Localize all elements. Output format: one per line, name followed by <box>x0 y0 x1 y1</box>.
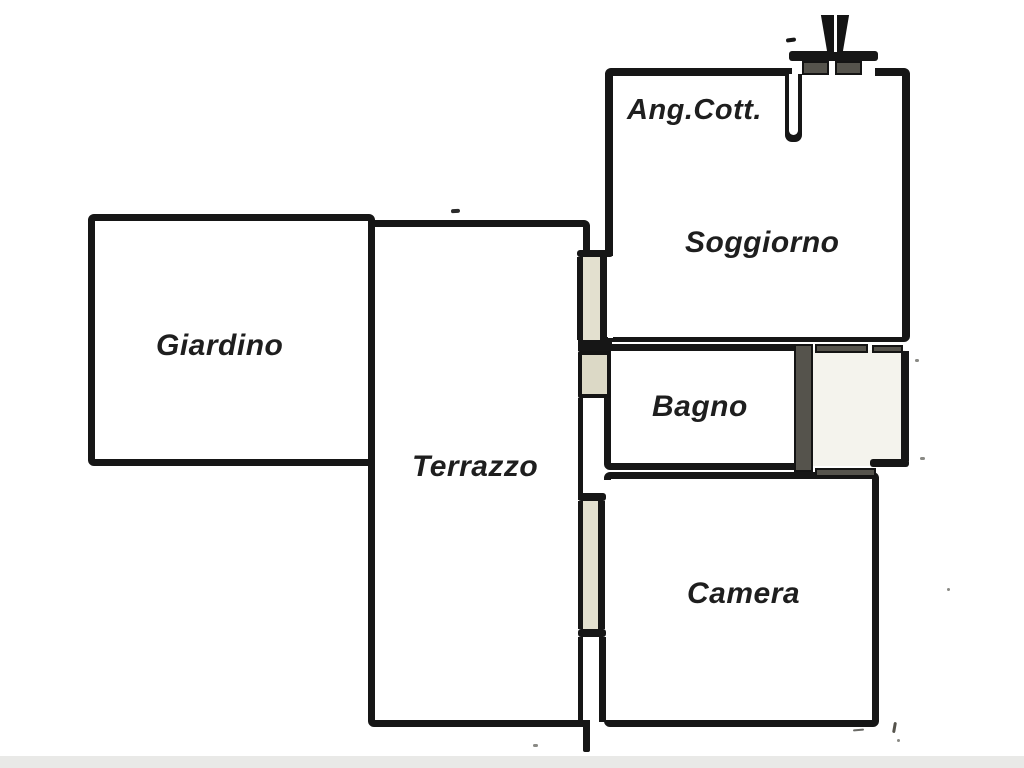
wall-closet-bottom <box>815 468 876 477</box>
wall-terrazzo-right-thin <box>578 398 583 500</box>
wall-closet-top-2 <box>872 345 903 353</box>
door-camera-bottom-jamb <box>578 629 606 637</box>
speckle <box>533 744 538 747</box>
flue-funnel-slit <box>834 15 837 52</box>
label-terrazzo: Terrazzo <box>412 450 539 483</box>
label-bagno: Bagno <box>652 390 748 423</box>
flue-block-right <box>835 61 862 75</box>
speckle <box>450 208 461 214</box>
wall-terrazzo-right-lower <box>578 637 583 722</box>
wall-closet-bottom-right <box>870 459 909 467</box>
footer-band <box>0 756 1024 768</box>
label-giardino: Giardino <box>156 329 284 362</box>
wall-soggiorno-door-jamb <box>577 250 613 257</box>
wall-camera-left-lower <box>599 637 606 722</box>
flue-dash <box>785 37 797 43</box>
flue-funnel <box>820 15 850 52</box>
flue-block-left <box>802 61 829 75</box>
speckle <box>892 721 897 734</box>
gap-camera-left-1 <box>604 480 612 498</box>
flue-bar <box>789 51 878 61</box>
speckle <box>920 457 925 460</box>
gap-camera-left-3 <box>606 637 612 720</box>
label-camera: Camera <box>687 577 801 610</box>
gap-camera-left-2 <box>604 498 612 638</box>
door-camera-right-border <box>598 501 605 629</box>
door-terrazzo-soggiorno <box>583 257 600 340</box>
door-camera-left-border <box>578 501 583 629</box>
wall-angcott-partition-gap <box>789 74 798 135</box>
room-terrazzo <box>368 220 590 727</box>
speckle <box>852 728 865 732</box>
door-camera-top-jamb <box>578 493 606 501</box>
wall-bagno-closet-divider <box>794 344 813 472</box>
door-bagno <box>578 351 611 398</box>
gap-soggiorno-top <box>792 68 875 76</box>
gap-terrazzo-right-1 <box>583 398 604 500</box>
door-terrazzo-camera <box>583 501 598 629</box>
gap-terrazzo-right-2 <box>583 637 599 720</box>
label-ang-cott: Ang.Cott. <box>627 94 762 126</box>
room-soggiorno <box>605 68 910 342</box>
label-soggiorno: Soggiorno <box>685 226 840 259</box>
speckle <box>947 588 950 591</box>
wall-closet-top-1 <box>815 344 868 353</box>
wall-stub-below-terrazzo <box>583 720 590 752</box>
room-closet <box>803 350 905 466</box>
speckle <box>897 739 900 742</box>
door-soggiorno-left-border <box>577 257 583 340</box>
wall-bagno-top-ext <box>578 339 612 351</box>
wall-closet-right <box>901 351 909 461</box>
room-giardino <box>88 214 375 466</box>
gap-soggiorno-left <box>605 256 613 338</box>
door-soggiorno-right-border <box>600 257 607 340</box>
speckle <box>915 359 919 362</box>
